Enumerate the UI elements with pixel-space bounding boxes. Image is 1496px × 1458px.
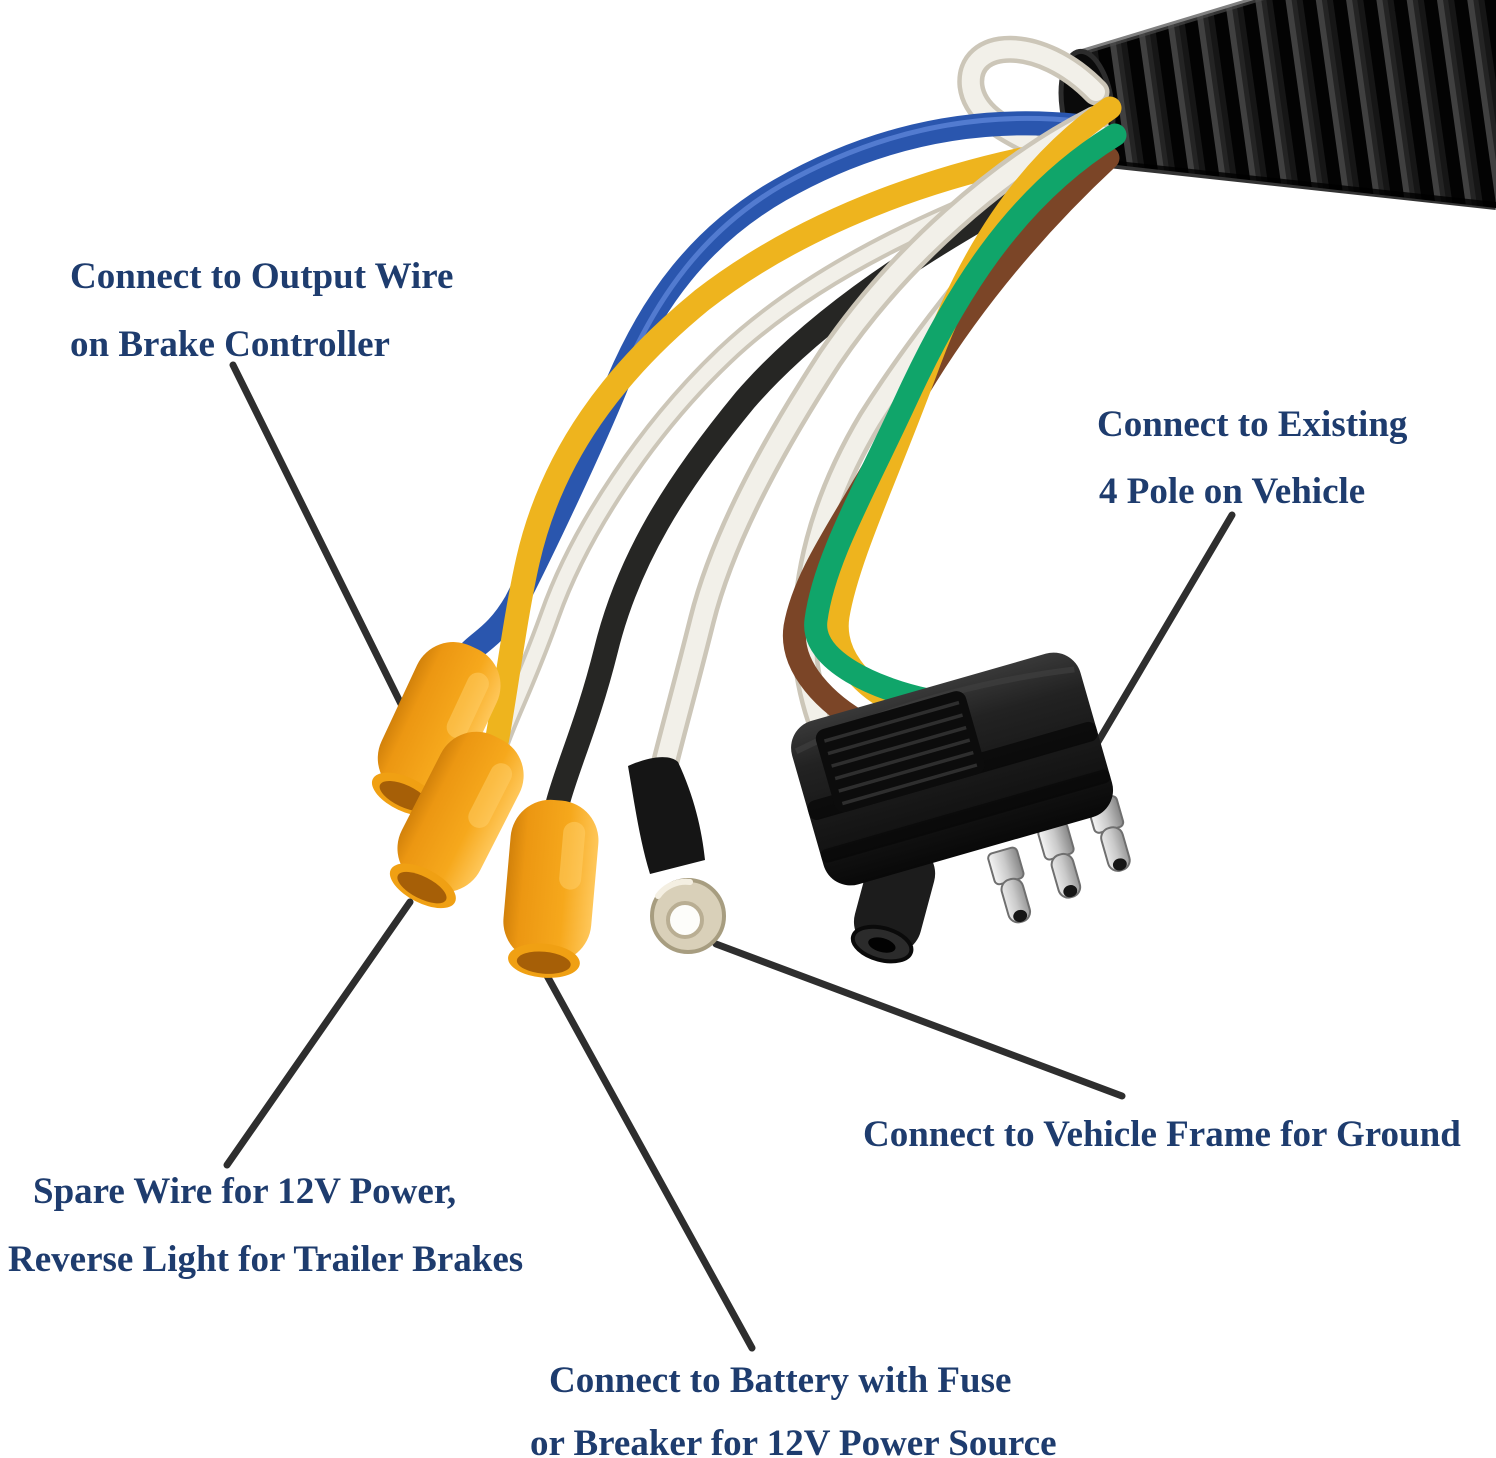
- leader-line-vehicle-4-pole: [1088, 511, 1236, 756]
- annotation-text: Connect to Battery with Fuse: [549, 1360, 1012, 1401]
- leader-line-battery: [536, 959, 756, 1352]
- ring-terminal: [628, 757, 726, 954]
- wires: [459, 96, 1127, 814]
- butt-connector-black-wire: [503, 799, 599, 978]
- annotation-text: Connect to Vehicle Frame for Ground: [863, 1114, 1461, 1155]
- leader-lines: [223, 361, 1236, 1352]
- connector-pin: [987, 846, 1032, 924]
- 4-pole-flat-connector: [791, 652, 1131, 964]
- wire-yellow-1: [485, 136, 1097, 752]
- annotation-text: 4 Pole on Vehicle: [1099, 471, 1366, 512]
- butt-connector-yellow-wire: [389, 731, 524, 909]
- wire-green: [804, 123, 1127, 712]
- annotation-text: Connect to Existing: [1097, 404, 1408, 445]
- wire-yellow-2: [825, 96, 1122, 712]
- annotation-text: Connect to Output Wire: [70, 256, 454, 297]
- corrugated-wire-loom: [1058, 0, 1496, 210]
- ring-terminal-hole: [666, 901, 704, 939]
- annotation-text: Reverse Light for Trailer Brakes: [8, 1239, 524, 1280]
- annotation-text: Spare Wire for 12V Power,: [33, 1171, 457, 1212]
- leader-line-spare-12v: [223, 898, 414, 1169]
- annotation-text: or Breaker for 12V Power Source: [530, 1423, 1057, 1458]
- leader-line-brake-controller: [229, 361, 407, 712]
- connector-pins: [987, 795, 1131, 924]
- connector-pin: [1037, 821, 1082, 899]
- heat-shrink-sleeve: [628, 757, 705, 874]
- annotation-text: on Brake Controller: [70, 324, 390, 365]
- grip-texture: [815, 691, 985, 813]
- leader-line-ground: [712, 940, 1126, 1100]
